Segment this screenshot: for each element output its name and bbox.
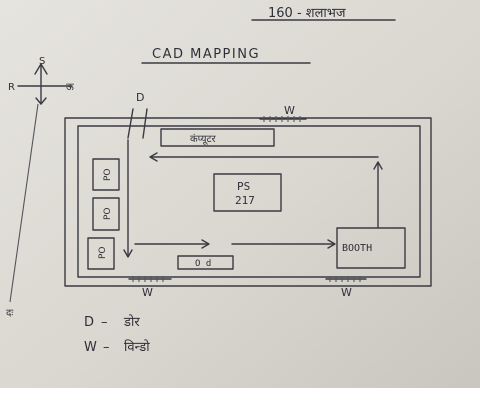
booth-label: BOOTH (342, 243, 372, 254)
po-boxes: PO PO PO (87, 158, 120, 270)
legend-window-key: W (84, 340, 97, 355)
flow-down-arrow-icon (123, 249, 133, 258)
window-bottom-right: W (325, 276, 367, 299)
window-top-label: W (284, 104, 295, 117)
window-bottom-left-label: W (142, 286, 153, 299)
od-label: O d (195, 259, 211, 269)
po-box-2 (92, 197, 120, 231)
legend-window-dash: – (103, 340, 110, 355)
od-box (177, 255, 234, 270)
legend-door-dash: – (101, 315, 108, 330)
window-bottom-left: W (128, 276, 172, 299)
legend: D – डोर W – विन्डो (84, 314, 150, 355)
compass: S R ऊ दः (6, 56, 74, 319)
flow-up-arrow-icon (373, 161, 383, 170)
legend-door-key: D (84, 315, 94, 330)
door-label: D (136, 91, 144, 104)
po-box-3 (87, 237, 115, 270)
counter-label: कंप्यूटर (190, 133, 217, 145)
po-box-1 (92, 158, 120, 191)
po-label-1: PO (103, 168, 113, 181)
outer-wall (64, 117, 432, 287)
booth-box (336, 227, 406, 269)
page-title: CAD MAPPING (152, 47, 260, 62)
compass-west-label: R (8, 82, 15, 93)
compass-east-label: ऊ (66, 82, 74, 93)
inner-wall (77, 125, 421, 278)
window-bottom-right-label: W (341, 286, 352, 299)
top-note: 160 - शलाभज (268, 6, 346, 21)
flow-left-arrow-icon (149, 152, 158, 162)
compass-north-label: S (39, 56, 45, 67)
paper-background (0, 0, 480, 388)
window-top: W (259, 104, 307, 122)
flow-right-arrow-icon-1 (201, 239, 210, 249)
window-top-ticks (263, 116, 301, 122)
compass-south-arrow-icon (35, 97, 47, 105)
door-jamb-left (127, 108, 134, 139)
margin-line (9, 103, 39, 303)
ps-box (213, 173, 282, 212)
compass-south-label: दः (6, 308, 14, 319)
po-label-3: PO (98, 246, 108, 259)
flow-path (123, 139, 383, 258)
flow-right-arrow-icon-2 (327, 239, 336, 249)
compass-north-arrow-icon (34, 63, 48, 75)
window-bottom-left-ticks (132, 276, 164, 282)
ps-number: 217 (235, 194, 255, 207)
window-bottom-right-ticks (329, 276, 361, 282)
po-label-2: PO (103, 207, 113, 220)
legend-window-meaning: विन्डो (124, 339, 150, 355)
legend-door-meaning: डोर (123, 314, 140, 330)
counter-box (160, 128, 275, 147)
ps-label: PS (237, 180, 250, 193)
door-jamb-right (142, 108, 148, 139)
